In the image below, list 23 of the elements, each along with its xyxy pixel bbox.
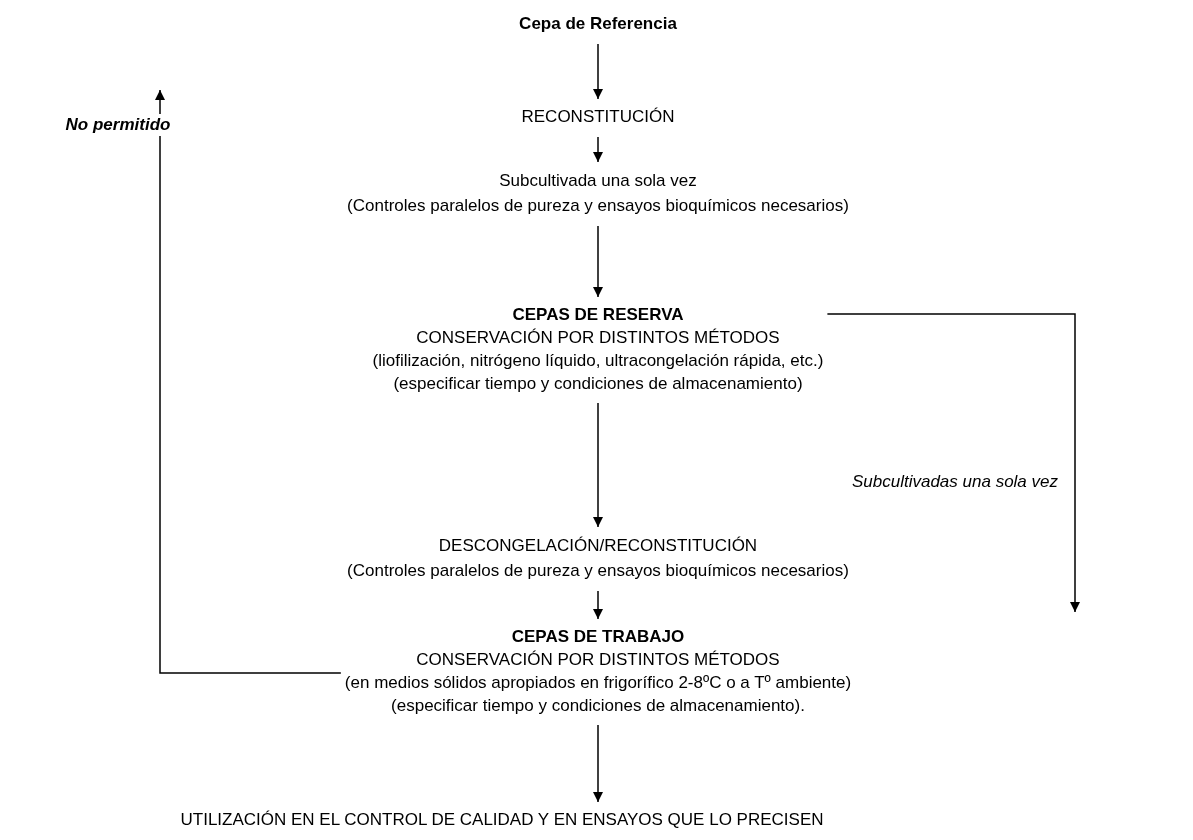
step-text: (liofilización, nitrógeno líquido, ultracongelación rápida, etc.) (372, 350, 824, 372)
arrow (593, 724, 603, 803)
step-text: DESCONGELACIÓN/RECONSTITUCIÓN (438, 535, 758, 557)
arrow (593, 43, 603, 100)
arrow (593, 225, 603, 298)
step-text: RECONSTITUCIÓN (521, 106, 675, 128)
step-text: (Controles paralelos de pureza y ensayos bioquímicos necesarios) (347, 195, 849, 217)
step-text: Subcultivada una sola vez (499, 170, 697, 192)
step-text: (Controles paralelos de pureza y ensayos bioquímicos necesarios) (347, 560, 849, 582)
arrow (826, 313, 1080, 613)
heading-text: Cepa de Referencia (519, 13, 677, 35)
step-text: (especificar tiempo y condiciones de almacenamiento) (393, 373, 803, 395)
arrow (593, 136, 603, 163)
arrow (593, 402, 603, 528)
step-text: UTILIZACIÓN EN EL CONTROL DE CALIDAD Y EN ENSAYOS QUE LO PRECISEN (180, 809, 824, 831)
heading-text: CEPAS DE RESERVA (512, 304, 684, 326)
step-text: CONSERVACIÓN POR DISTINTOS MÉTODOS (416, 649, 780, 671)
step-text: (en medios sólidos apropiados en frigorífico 2-8ºC o a Tº ambiente) (344, 672, 852, 694)
arrow (155, 89, 342, 674)
heading-text: CEPAS DE TRABAJO (511, 626, 685, 648)
step-text: (especificar tiempo y condiciones de almacenamiento). (391, 695, 805, 717)
step-text: CONSERVACIÓN POR DISTINTOS MÉTODOS (416, 327, 780, 349)
arrow (593, 590, 603, 620)
